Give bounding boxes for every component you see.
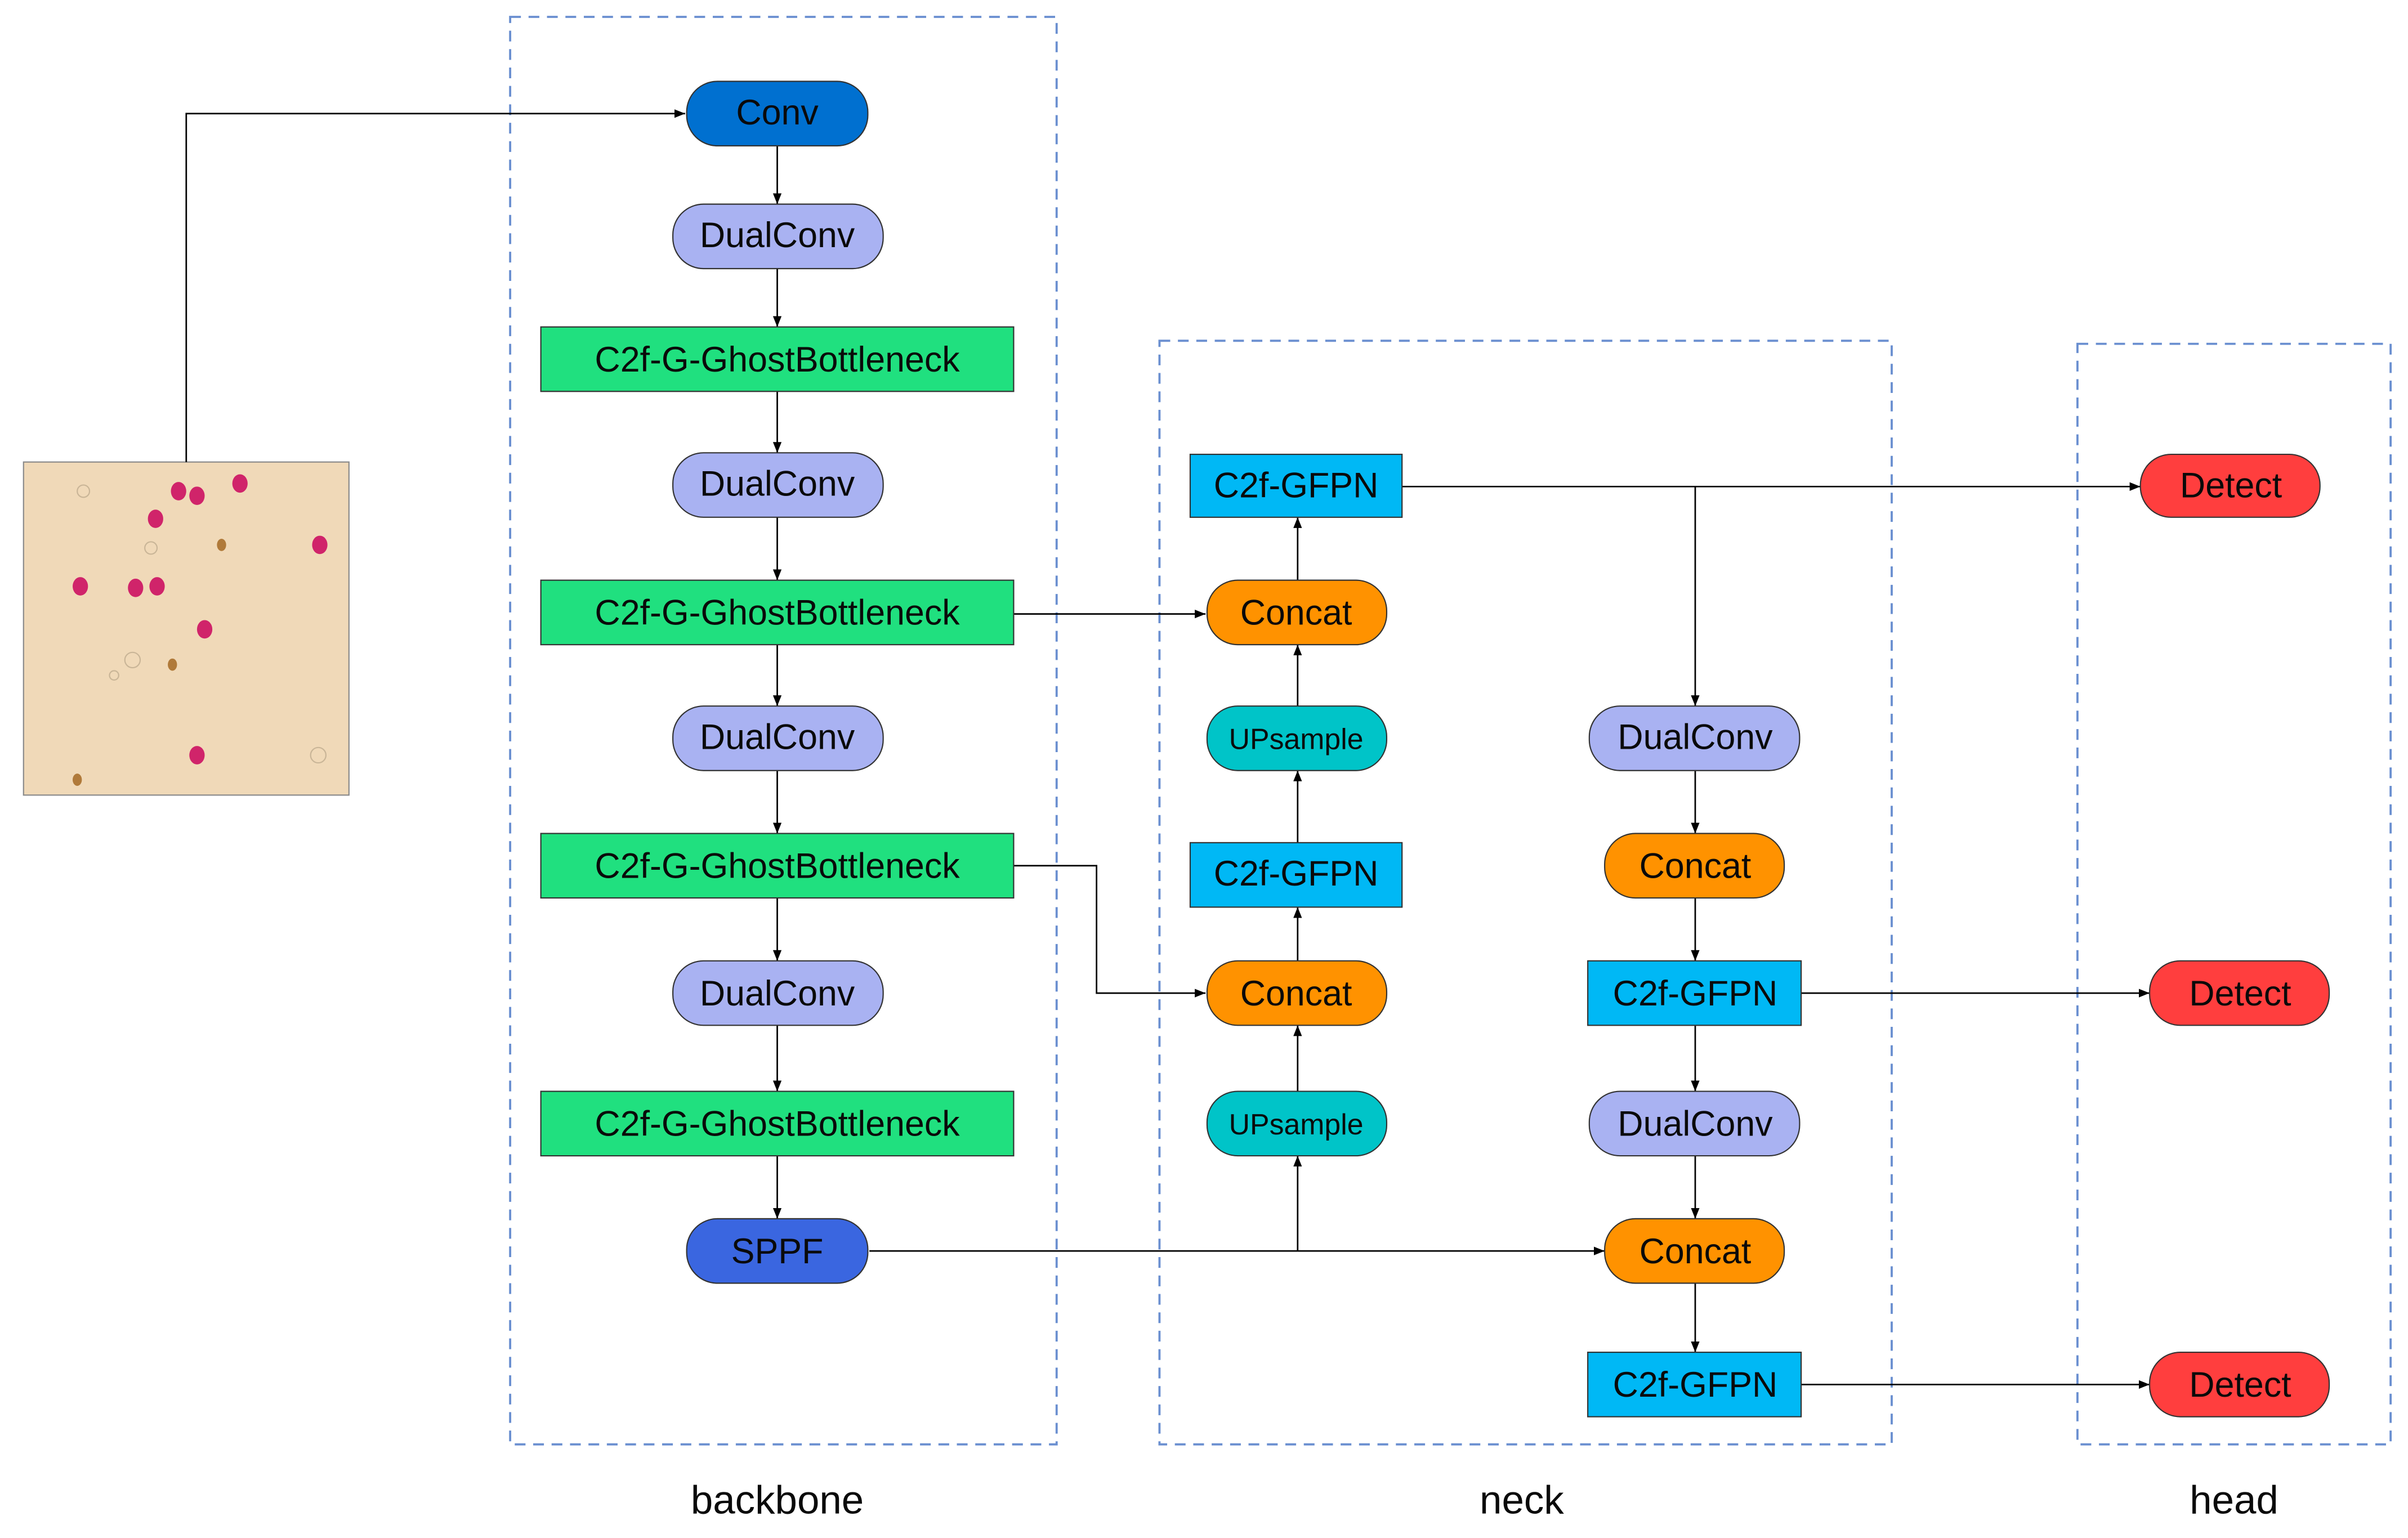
edge-input-to-conv bbox=[185, 109, 685, 462]
svg-text:DualConv: DualConv bbox=[1618, 718, 1773, 757]
node-dualconv-4: DualConv bbox=[672, 960, 884, 1026]
svg-text:C2f-GFPN: C2f-GFPN bbox=[1214, 466, 1379, 505]
svg-text:C2f-G-GhostBottleneck: C2f-G-GhostBottleneck bbox=[595, 593, 960, 633]
svg-text:DualConv: DualConv bbox=[700, 216, 855, 255]
node-dualconv-right-1: DualConv bbox=[1588, 705, 1801, 771]
svg-text:Concat: Concat bbox=[1240, 974, 1352, 1013]
svg-text:DualConv: DualConv bbox=[700, 718, 855, 757]
node-dualconv-3: DualConv bbox=[672, 705, 884, 771]
node-detect-3: Detect bbox=[2148, 1351, 2330, 1418]
svg-text:Conv: Conv bbox=[736, 93, 819, 132]
svg-text:C2f-G-GhostBottleneck: C2f-G-GhostBottleneck bbox=[595, 847, 960, 886]
node-detect-1: Detect bbox=[2139, 453, 2321, 518]
svg-text:Concat: Concat bbox=[1240, 593, 1352, 633]
node-concat-lower: Concat bbox=[1206, 960, 1388, 1026]
svg-text:DualConv: DualConv bbox=[700, 464, 855, 504]
edge-ghost3-to-concat bbox=[1013, 865, 1206, 998]
svg-text:C2f-G-GhostBottleneck: C2f-G-GhostBottleneck bbox=[595, 1105, 960, 1144]
node-gfpn-right-2: C2f-GFPN bbox=[1587, 1351, 1802, 1418]
svg-text:DualConv: DualConv bbox=[1618, 1105, 1773, 1144]
node-concat-upper: Concat bbox=[1206, 579, 1388, 646]
svg-text:C2f-GFPN: C2f-GFPN bbox=[1613, 1365, 1778, 1405]
backbone-caption: backbone bbox=[691, 1478, 864, 1522]
node-upsample-lower: UPsample bbox=[1206, 1090, 1388, 1157]
node-sppf: SPPF bbox=[686, 1218, 869, 1284]
svg-text:Detect: Detect bbox=[2189, 1365, 2291, 1405]
node-c2f-ghost-1: C2f-G-GhostBottleneck bbox=[540, 326, 1015, 392]
svg-text:C2f-G-GhostBottleneck: C2f-G-GhostBottleneck bbox=[595, 340, 960, 379]
node-dualconv-2: DualConv bbox=[672, 452, 884, 518]
svg-text:DualConv: DualConv bbox=[700, 974, 855, 1013]
node-conv: Conv bbox=[686, 81, 869, 147]
node-detect-2: Detect bbox=[2148, 960, 2330, 1026]
svg-text:Detect: Detect bbox=[2189, 974, 2291, 1013]
svg-text:SPPF: SPPF bbox=[731, 1232, 824, 1271]
node-dualconv-right-2: DualConv bbox=[1588, 1090, 1801, 1157]
node-c2f-ghost-4: C2f-G-GhostBottleneck bbox=[540, 1090, 1015, 1157]
neck-group-box bbox=[1158, 339, 1893, 1446]
svg-text:C2f-GFPN: C2f-GFPN bbox=[1214, 854, 1379, 893]
node-c2f-ghost-2: C2f-G-GhostBottleneck bbox=[540, 579, 1015, 646]
node-gfpn-top: C2f-GFPN bbox=[1189, 453, 1403, 518]
node-c2f-ghost-3: C2f-G-GhostBottleneck bbox=[540, 833, 1015, 899]
node-dualconv-1: DualConv bbox=[672, 203, 884, 270]
input-image bbox=[23, 461, 350, 796]
node-concat-right-2: Concat bbox=[1604, 1218, 1785, 1284]
backbone-group-box bbox=[509, 16, 1058, 1446]
node-gfpn-right-1: C2f-GFPN bbox=[1587, 960, 1802, 1026]
node-gfpn-mid: C2f-GFPN bbox=[1189, 842, 1403, 908]
svg-text:Detect: Detect bbox=[2180, 466, 2282, 505]
svg-text:UPsample: UPsample bbox=[1229, 723, 1364, 755]
svg-text:C2f-GFPN: C2f-GFPN bbox=[1613, 974, 1778, 1013]
neck-caption: neck bbox=[1480, 1478, 1564, 1522]
node-upsample-upper: UPsample bbox=[1206, 705, 1388, 771]
svg-text:Concat: Concat bbox=[1639, 1232, 1752, 1271]
svg-text:Concat: Concat bbox=[1639, 847, 1752, 886]
node-concat-right-1: Concat bbox=[1604, 833, 1785, 899]
head-group-box bbox=[2076, 342, 2392, 1446]
svg-text:UPsample: UPsample bbox=[1229, 1108, 1364, 1141]
head-caption: head bbox=[2190, 1478, 2279, 1522]
